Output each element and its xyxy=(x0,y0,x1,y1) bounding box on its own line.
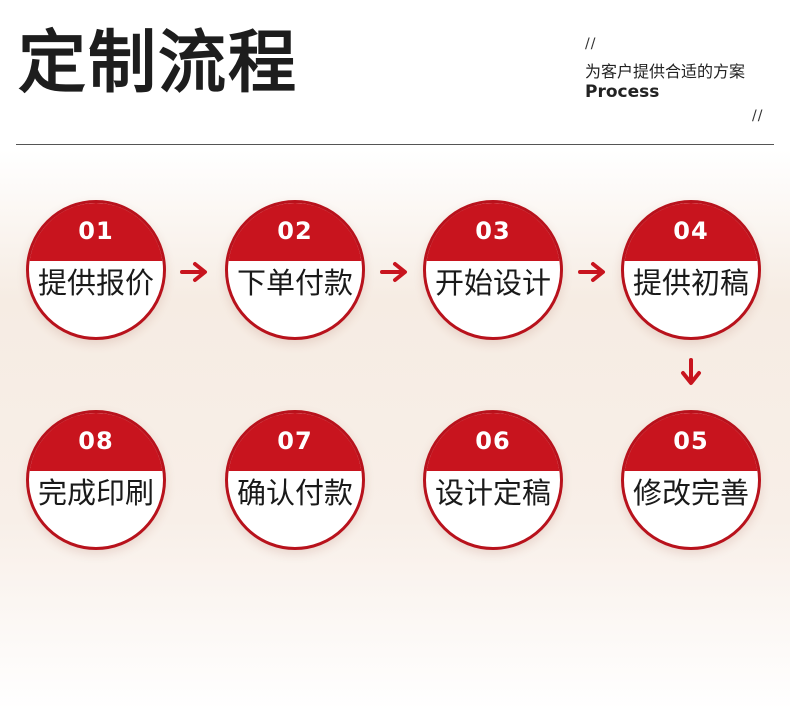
step-label: 开始设计 xyxy=(434,266,551,300)
arrow-right-icon xyxy=(180,262,207,282)
header-divider xyxy=(16,144,774,145)
step-number: 07 xyxy=(277,427,313,455)
step-label: 确认付款 xyxy=(236,476,353,510)
step-number: 02 xyxy=(277,217,313,245)
step-number: 08 xyxy=(78,427,114,455)
step-06: 06 设计定稿 xyxy=(423,410,563,550)
arrow-right-icon xyxy=(578,262,605,282)
step-label: 设计定稿 xyxy=(434,476,551,510)
step-cap xyxy=(228,203,362,261)
step-number: 03 xyxy=(475,217,511,245)
step-02: 02 下单付款 xyxy=(225,200,365,340)
decor-slash-bottom: // xyxy=(752,108,764,124)
arrow-right-icon xyxy=(380,262,407,282)
step-cap xyxy=(29,203,163,261)
step-cap xyxy=(426,203,560,261)
step-number: 05 xyxy=(673,427,709,455)
step-number: 06 xyxy=(475,427,511,455)
step-cap xyxy=(624,413,758,471)
arrow-down-icon xyxy=(681,358,701,385)
step-label: 提供初稿 xyxy=(632,266,749,300)
step-label: 修改完善 xyxy=(632,476,749,510)
subtitle-chinese: 为客户提供合适的方案 xyxy=(585,62,746,81)
step-01: 01 提供报价 xyxy=(26,200,166,340)
step-cap xyxy=(29,413,163,471)
step-number: 04 xyxy=(673,217,709,245)
page-title: 定制流程 xyxy=(18,24,299,103)
step-cap xyxy=(228,413,362,471)
step-08: 08 完成印刷 xyxy=(26,410,166,550)
subtitle-english: Process xyxy=(585,82,660,102)
step-label: 完成印刷 xyxy=(37,476,154,510)
step-07: 07 确认付款 xyxy=(225,410,365,550)
step-05: 05 修改完善 xyxy=(621,410,761,550)
step-cap xyxy=(426,413,560,471)
step-label: 提供报价 xyxy=(37,266,154,300)
step-number: 01 xyxy=(78,217,114,245)
step-label: 下单付款 xyxy=(236,266,353,300)
step-cap xyxy=(624,203,758,261)
decor-slash-top: // xyxy=(585,36,597,52)
step-03: 03 开始设计 xyxy=(423,200,563,340)
step-04: 04 提供初稿 xyxy=(621,200,761,340)
